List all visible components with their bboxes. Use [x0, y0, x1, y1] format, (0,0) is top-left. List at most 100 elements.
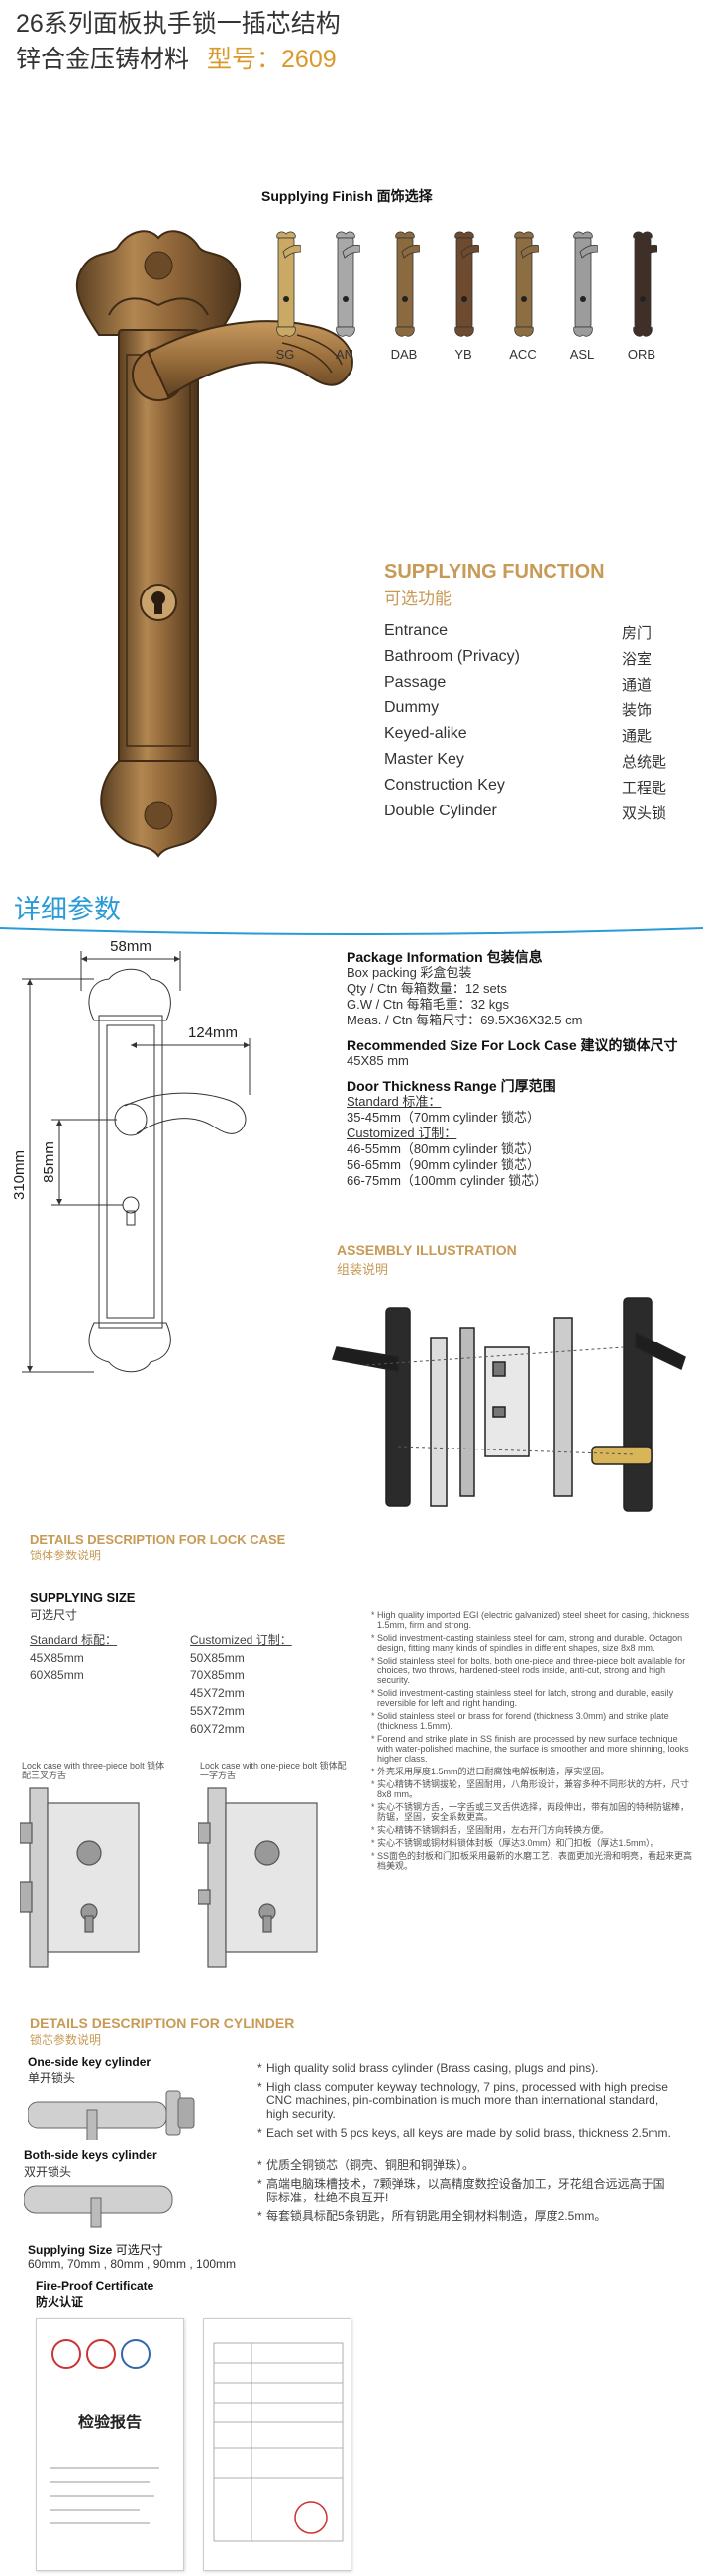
function-cn: 工程匙	[622, 780, 667, 797]
cylinder-note-en: High quality solid brass cylinder (Brass…	[257, 2061, 673, 2075]
lockcase-note: 实心精铸不锈钢斜舌，坚固耐用，左右开门方向转换方便。	[371, 1825, 693, 1835]
certificate-text-lines	[50, 2467, 159, 2524]
material-text: 锌合金压铸材料	[16, 46, 190, 73]
standard-label: Standard 标配：	[30, 1633, 118, 1647]
function-cn: 房门	[622, 625, 653, 642]
assembly-title: ASSEMBLY ILLUSTRATION	[337, 1242, 517, 1258]
door-standard-label: Standard 标准：	[347, 1094, 442, 1109]
door-custom-value: 66-75mm（100mm cylinder 锁芯）	[347, 1173, 548, 1188]
spec-info: Package Information 包装信息 Box packing 彩盒包…	[347, 949, 698, 1189]
function-row: Keyed-alike 通匙	[384, 725, 681, 751]
lockcase-size-value: 45X85 mm	[347, 1053, 409, 1068]
both-side-cylinder-image	[24, 2185, 173, 2228]
custom-sizes: Customized 订制： 50X85mm 70X85mm 45X72mm 5…	[190, 1631, 339, 1738]
size-item: 70X85mm	[190, 1668, 245, 1682]
page-title-line2: 锌合金压铸材料型号：2609	[16, 40, 337, 75]
finish-code: ASL	[569, 347, 595, 362]
function-title: SUPPLYING FUNCTION	[384, 561, 605, 583]
function-en: Keyed-alike	[384, 725, 467, 742]
size-item: 45X72mm	[190, 1686, 245, 1700]
lockcase-note: 实心不锈钢方舌，一字舌或三叉舌供选择，两段伸出，带有加固的特种防锯棒，防锯，坚固…	[371, 1802, 693, 1822]
function-cn: 装饰	[622, 702, 653, 719]
door-custom-value: 46-55mm（80mm cylinder 锁芯）	[347, 1141, 541, 1156]
finish-code: ACC	[509, 347, 537, 362]
certificate-cover: 检验报告	[36, 2318, 184, 2571]
lockcase-note: 实心精铸不锈钢拔轮，坚固耐用，八角形设计，兼容多种不同形状的方杆，尺寸8x8 m…	[371, 1779, 693, 1799]
door-handle-illustration	[75, 230, 353, 858]
dimension-drawing: 58mm 124mm 310mm 85mm	[11, 938, 251, 1373]
assembly-illustration	[332, 1297, 686, 1512]
certificate-table	[213, 2342, 344, 2542]
finish-code: YB	[454, 347, 472, 362]
finish-handle-icon	[276, 231, 301, 337]
function-subtitle: 可选功能	[384, 590, 452, 608]
finish-handle-icon	[454, 231, 479, 337]
function-en: Entrance	[384, 622, 449, 639]
package-title: Package Information 包装信息	[347, 949, 543, 965]
function-cn: 通匙	[622, 728, 653, 745]
assembly-subtitle: 组装说明	[337, 1262, 389, 1277]
finish-option: YB	[434, 226, 493, 375]
finish-option: AN	[315, 226, 374, 375]
cylinder-note-en: Each set with 5 pcs keys, all keys are m…	[257, 2126, 673, 2140]
cylinder-note-en: High class computer keyway technology, 7…	[257, 2080, 673, 2121]
function-row: Dummy 装饰	[384, 699, 681, 725]
function-en: Construction Key	[384, 777, 505, 794]
finish-option: ORB	[612, 226, 671, 375]
lockcase-notes: High quality imported EGI (electric galv…	[371, 1610, 693, 1874]
finish-option: ASL	[552, 226, 612, 375]
function-cn: 总统匙	[622, 754, 667, 771]
details-header: 详细参数	[14, 895, 121, 924]
cylinder-note-cn: 每套锁具标配5条钥匙，所有钥匙用全铜材料制造，厚度2.5mm。	[257, 2209, 673, 2223]
lockcase-one-piece-image	[198, 1787, 318, 1968]
function-row: Bathroom (Privacy) 浴室	[384, 648, 681, 674]
size-item: 60X72mm	[190, 1722, 245, 1736]
lockcase-note: Solid stainless steel or brass for foren…	[371, 1711, 693, 1731]
door-custom-label: Customized 订制：	[347, 1126, 457, 1140]
certificate-heading: 检验报告	[77, 2415, 142, 2431]
lockcase-size-title: Recommended Size For Lock Case 建议的锁体尺寸	[347, 1037, 678, 1053]
lockcase-note: 实心不锈钢或铜材料锁体封板（厚达3.0mm）和门扣板（厚达1.5mm）。	[371, 1838, 693, 1848]
certificate-subtitle: 防火认证	[36, 2295, 84, 2308]
function-row: Construction Key 工程匙	[384, 777, 681, 803]
finish-option: DAB	[374, 226, 434, 375]
cylinder-size-title: Supplying Size 可选尺寸	[28, 2241, 163, 2258]
size-item: 45X85mm	[30, 1651, 84, 1664]
both-side-cylinder-subtitle: 双开锁头	[24, 2165, 72, 2179]
finish-code: AN	[335, 347, 354, 362]
custom-label: Customized 订制：	[190, 1633, 292, 1647]
lockcase-title: DETAILS DESCRIPTION FOR LOCK CASE	[30, 1532, 286, 1547]
standard-sizes: Standard 标配： 45X85mm 60X85mm	[30, 1631, 178, 1684]
function-cn: 浴室	[622, 651, 653, 668]
function-en: Bathroom (Privacy)	[384, 648, 520, 665]
function-en: Dummy	[384, 699, 440, 716]
function-en: Master Key	[384, 751, 464, 768]
one-side-cylinder-subtitle: 单开锁头	[28, 2071, 76, 2085]
cylinder-sizes: 60mm, 70mm , 80mm , 90mm , 100mm	[28, 2257, 237, 2271]
function-cn: 双头锁	[622, 805, 667, 822]
package-line: Meas. / Ctn 每箱尺寸：69.5X36X32.5 cm	[347, 1013, 583, 1027]
notes-spacer	[257, 2145, 673, 2153]
lockcase-caption-one-piece: Lock case with one-piece bolt 锁体配一字方舌	[200, 1761, 347, 1780]
lockcase-note: High quality imported EGI (electric galv…	[371, 1610, 693, 1630]
lockcase-subtitle: 锁体参数说明	[30, 1549, 102, 1562]
supply-size-title: SUPPLYING SIZE	[30, 1590, 136, 1605]
dim-center-label: 85mm	[41, 1141, 57, 1183]
lockcase-note: Solid stainless steel for bolts, both on…	[371, 1656, 693, 1685]
door-custom-value: 56-65mm（90mm cylinder 锁芯）	[347, 1157, 541, 1172]
finish-option: ACC	[493, 226, 552, 375]
package-line: Box packing 彩盒包装	[347, 965, 472, 980]
lockcase-note: Solid investment-casting stainless steel…	[371, 1633, 693, 1653]
finish-handle-icon	[514, 231, 539, 337]
finish-handle-icon	[395, 231, 420, 337]
lockcase-note: Forend and strike plate in SS finish are…	[371, 1734, 693, 1764]
page-title-line1: 26系列面板执手锁一插芯结构	[16, 10, 341, 38]
cylinder-size-label-cn: 可选尺寸	[115, 2243, 163, 2257]
door-standard-value: 35-45mm（70mm cylinder 锁芯）	[347, 1110, 541, 1125]
cylinder-subtitle: 锁芯参数说明	[30, 2033, 102, 2047]
cylinder-note-cn: 高端电脑珠槽技术，7颗弹珠，以高精度数控设备加工，牙花组合远远高于国际标准，杜绝…	[257, 2177, 673, 2204]
